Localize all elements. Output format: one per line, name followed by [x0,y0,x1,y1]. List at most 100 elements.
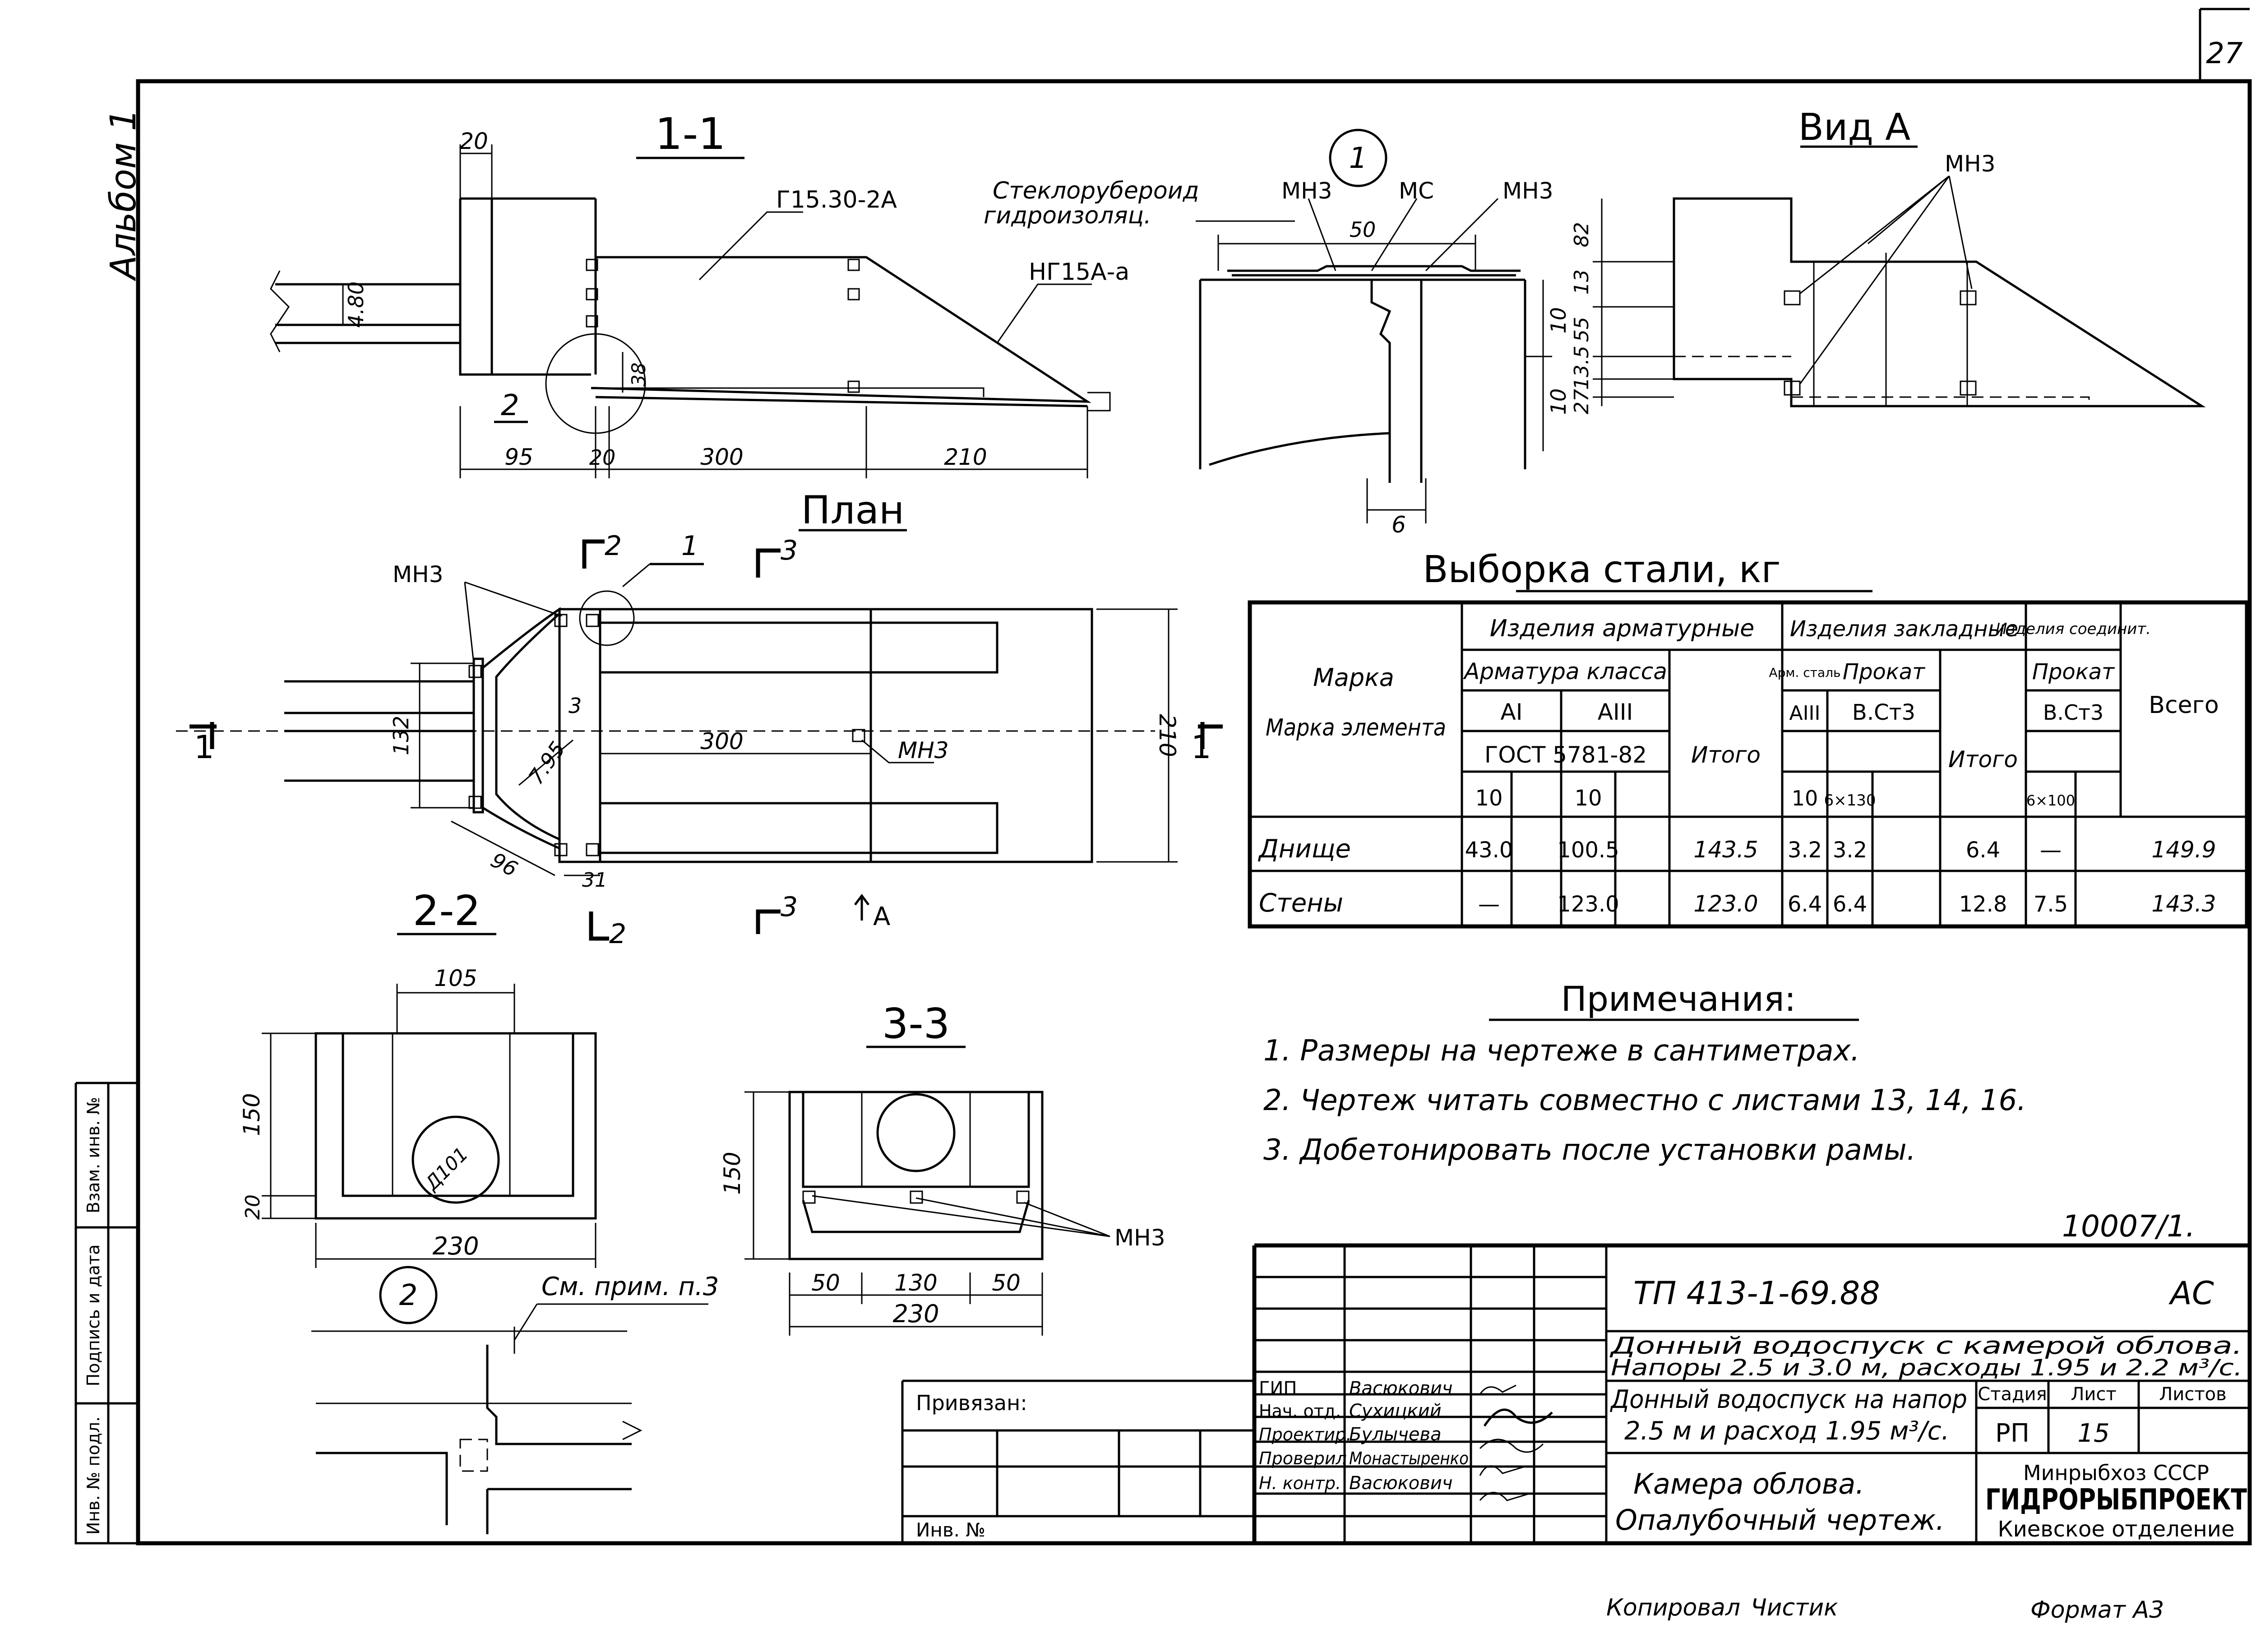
dim-plan-132: 132 [389,716,413,755]
row-2-grand: 143.3 [2151,891,2216,917]
th-mark-1: Марка [1313,663,1394,692]
tb-sub-2: 2.5 м и расход 1.95 м³/с. [1624,1416,1949,1446]
plan-callout-1: 1 [681,530,698,562]
sheet-frame [136,8,2252,1546]
row-1-a3b: 3.2 [1788,838,1822,863]
th-total-arm: Итого [1691,742,1761,768]
tb-sheet-h: Лист [2071,1384,2116,1405]
th-bst3: В.Ст3 [1852,700,1915,725]
dim-2-2-150: 150 [239,1093,265,1136]
side-stamp-inv: Инв. № подл. [83,1416,103,1535]
row-2-bst3b: 7.5 [2034,892,2068,917]
row-1-bst3: 3.2 [1833,838,1867,863]
tb-name-2: Сухицкий [1349,1401,1442,1421]
dim-d1-50: 50 [1350,217,1376,242]
tb-inv: Инв. № [916,1519,985,1541]
plan-cut-1-right: 1 [1191,729,1211,766]
dim-d1-10a: 10 [1546,307,1571,334]
dim-va-27: 27 [1570,389,1593,414]
sheet-number: 27 [2206,37,2243,70]
tb-dwg-2: Опалубочный чертеж. [1615,1504,1945,1536]
tb-role-2: Нач. отд. [1259,1401,1341,1421]
view-a-mn3: МН3 [1945,151,1996,177]
tb-desc-1: Донный водоспуск с камерой облова. [1609,1333,2242,1360]
tb-role-1: ГИП [1259,1378,1297,1399]
dim-3-3-130: 130 [894,1270,937,1296]
view-a-title: Вид А [1798,106,1910,149]
dim-3-3-50b: 50 [992,1270,1021,1296]
dim-1-1-300: 300 [700,444,743,470]
tb-role-3: Проектир. [1259,1425,1351,1444]
doc-code: 10007/1. [2062,1209,2195,1244]
note-3: 3. Добетонировать после установки рамы. [1263,1134,1916,1167]
plan-cut-2-bottom: 2 [609,918,626,950]
section-3-3-drawing [744,1091,1110,1336]
dim-va-135: 13.5 [1570,346,1593,390]
plan-mn3-left: МН3 [393,561,444,588]
th-bst3b: В.Ст3 [2043,700,2103,725]
dim-va-82: 82 [1570,222,1593,247]
dim-1-1-95: 95 [504,444,533,470]
tb-org-1: Минрыбхоз СССР [2023,1461,2209,1485]
plan-view-a: А [873,902,890,931]
th-grand: Всего [2149,692,2219,719]
tb-name-1: Васюкович [1349,1378,1452,1399]
plan-cut-2-top: 2 [605,530,622,562]
detail-2-marker [379,1266,438,1324]
th-rolled: Прокат [1843,659,1926,685]
th-d3: 10 [1792,786,1818,810]
plan-cut-1-left: 1 [194,729,214,766]
dim-plan-795: 7.95 [523,737,570,789]
note-1: 1. Размеры на чертеже в сантиметрах. [1263,1034,1860,1068]
section-1-1-drawing [270,144,1111,478]
view-a-drawing [1593,175,2206,407]
label-mn3-a: МН3 [1281,178,1332,204]
detail-2-note: См. прим. п.3 [541,1272,719,1301]
tb-role-5: Н. контр. [1259,1473,1341,1493]
row-2-name: Стены [1259,888,1343,918]
callout-2: 2 [501,389,519,422]
tb-name-3: Булычева [1349,1424,1442,1445]
dim-2-2-105: 105 [434,965,477,991]
label-panel: Г15.30-2А [776,186,897,213]
row-2-total-emb: 12.8 [1959,892,2007,917]
tb-dwg-1: Камера облова. [1633,1467,1864,1500]
dim-3-3-150: 150 [719,1152,745,1194]
footer-copied-name: Чистик [1751,1594,1838,1621]
dim-1-1-38: 38 [628,362,650,386]
note-2: 2. Чертеж читать совместно с листами 13,… [1263,1084,2026,1117]
tb-sub-1: Донный водоспуск на напор [1609,1385,1967,1414]
row-1-grand: 149.9 [2151,837,2216,863]
side-stamp [74,1082,138,1545]
tb-signatures [1479,1384,1553,1501]
detail-2-note-underline [513,1303,708,1341]
th-joining: Изделия соединит. [1996,620,2151,638]
section-2-2-diam: Д101 [420,1143,472,1195]
plan-cut-3-bottom: 3 [781,891,798,923]
tb-project-code: ТП 413-1-69.88 [1633,1275,1880,1312]
dim-va-55: 55 [1570,317,1593,342]
dim-va-13: 13 [1570,269,1593,295]
tb-stage: РП [1995,1419,2029,1448]
label-mc: МС [1399,178,1434,204]
section-3-3-title: 3-3 [882,1000,950,1048]
dim-3-3-230: 230 [892,1300,939,1328]
th-gost: ГОСТ 5781-82 [1484,742,1647,768]
label-mn3-b: МН3 [1502,178,1553,204]
row-1-a3: 100.5 [1557,838,1619,863]
dim-1-1-210: 210 [944,444,987,470]
notes-title: Примечания: [1561,979,1796,1019]
detail-2-drawing [311,1327,643,1534]
th-total-emb: Итого [1948,746,2018,773]
tb-sheets-h: Листов [2159,1384,2226,1405]
plan-cut-3-top: 3 [781,535,798,566]
dim-plan-300: 300 [700,728,743,754]
label-fiberglass-1: Стеклорубероид [993,177,1199,204]
row-2-a1: — [1478,892,1500,917]
footer-format: Формат А3 [2030,1596,2164,1624]
dim-plan-3: 3 [569,694,582,718]
plan-mn3-center: МН3 [898,737,949,764]
steel-table-title: Выборка стали, кг [1423,548,1780,591]
tb-role-4: Проверил [1259,1448,1347,1468]
